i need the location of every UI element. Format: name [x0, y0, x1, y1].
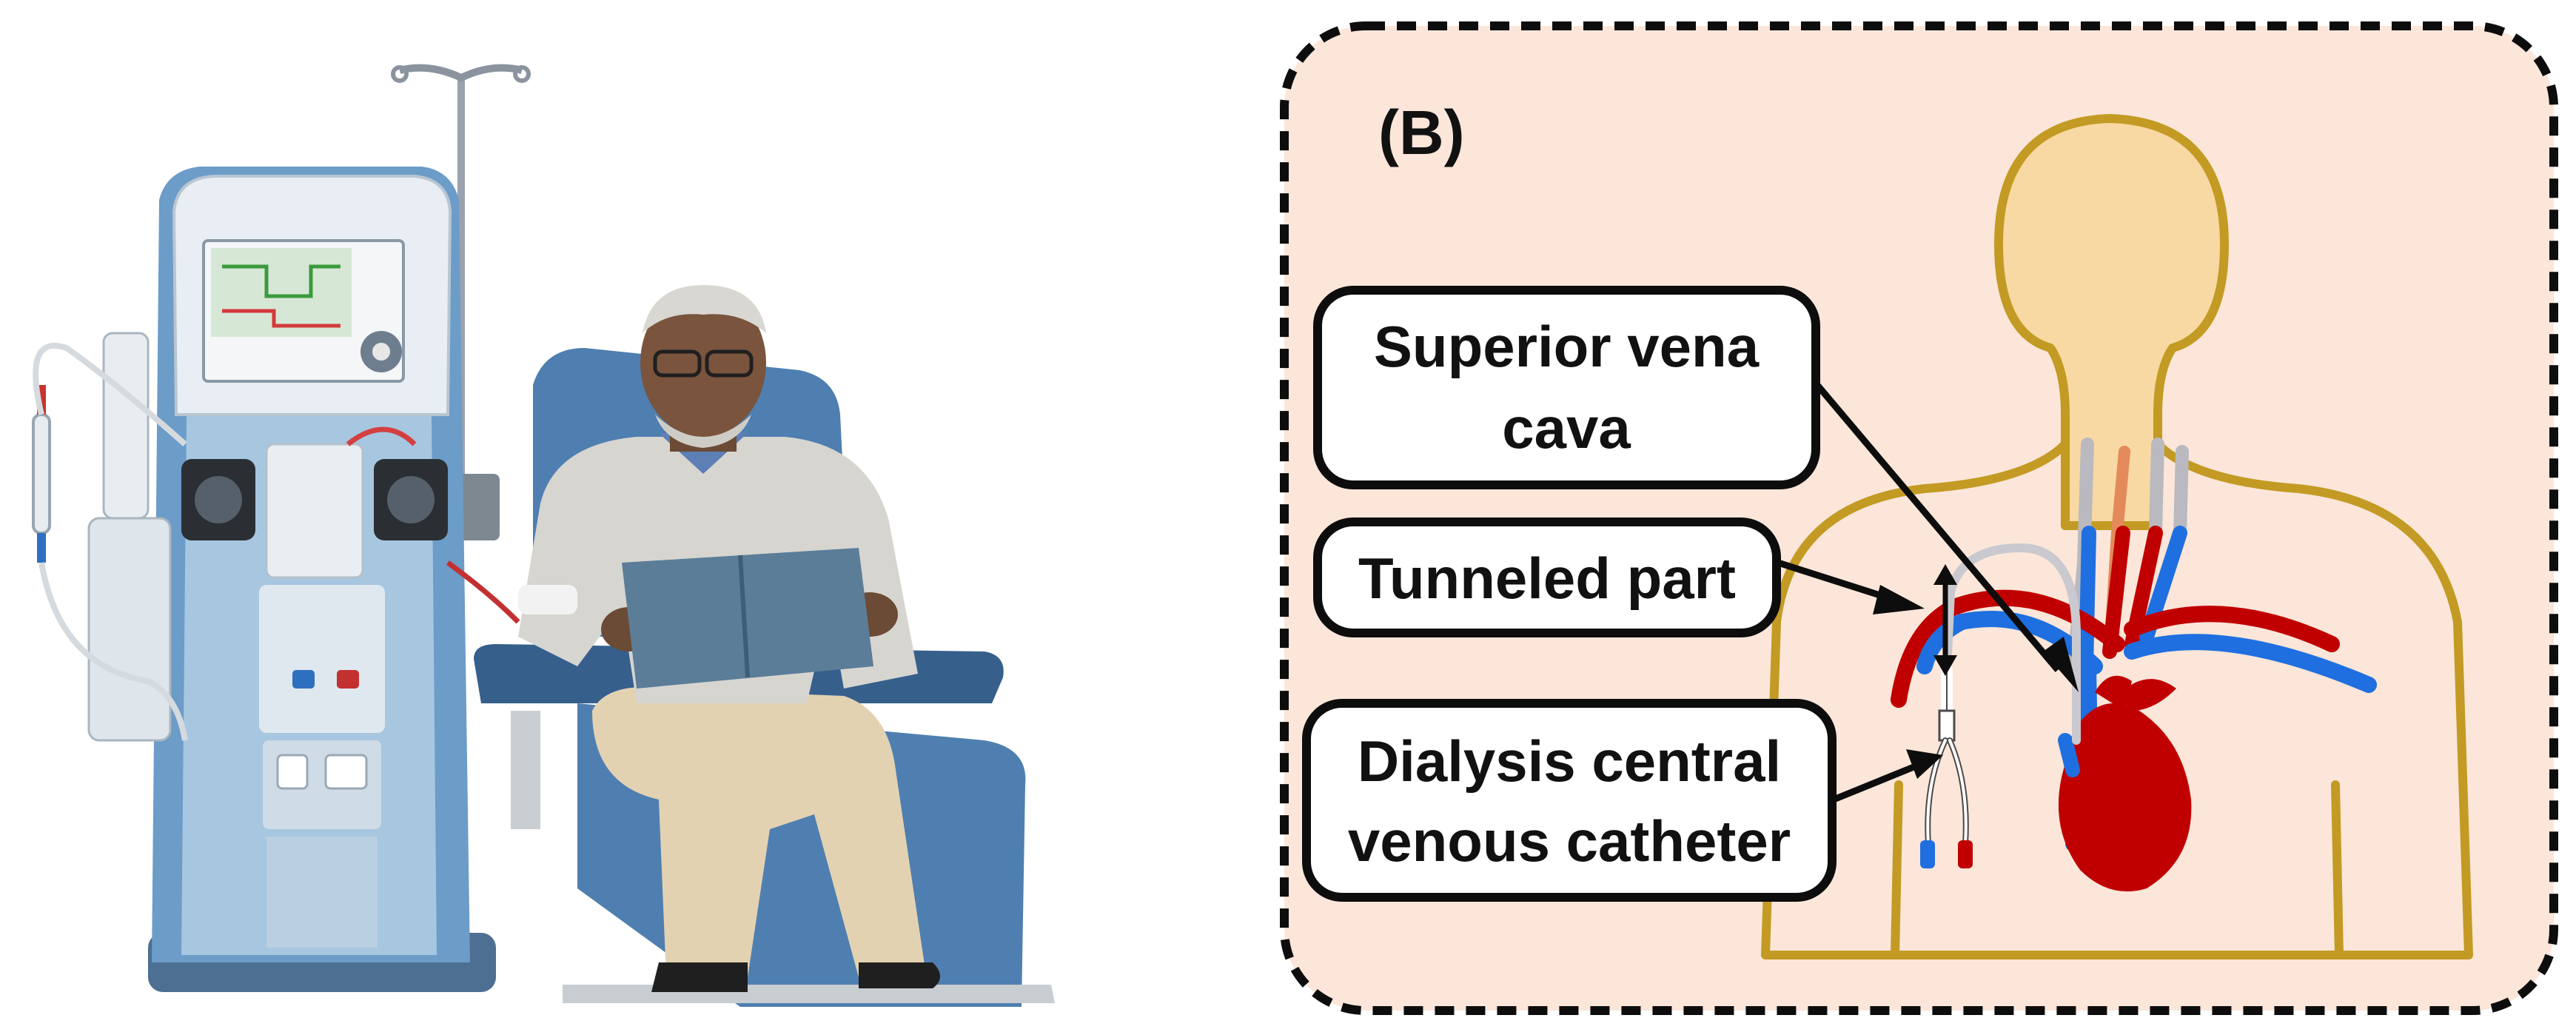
dialysis-catheter	[1920, 543, 2081, 868]
callout-catheter-line2: venous catheter	[1348, 808, 1791, 874]
panel-a-photo	[32, 64, 1055, 1007]
callout-catheter-line1: Dialysis central	[1358, 728, 1781, 794]
callout-dialysis-catheter: Dialysis central venous catheter	[1302, 699, 1943, 902]
callout-svc-line1: Superior vena	[1374, 314, 1760, 379]
dialysis-machine	[32, 167, 520, 992]
callout-superior-vena-cava: Superior vena cava	[1313, 286, 2079, 692]
heart	[2058, 675, 2192, 892]
callout-tunneled-part: Tunneled part	[1313, 518, 1925, 637]
patient-figure	[518, 285, 940, 992]
torso-outline	[1761, 440, 2473, 959]
callout-tunnel-line1: Tunneled part	[1358, 546, 1736, 611]
panel-b-label: (B)	[1378, 98, 1465, 167]
head-neck	[1994, 114, 2229, 530]
iv-pole	[391, 64, 531, 540]
panel-b: (B)	[1280, 21, 2558, 1015]
callout-svc-line2: cava	[1502, 395, 1631, 460]
body-silhouette	[1761, 114, 2473, 959]
